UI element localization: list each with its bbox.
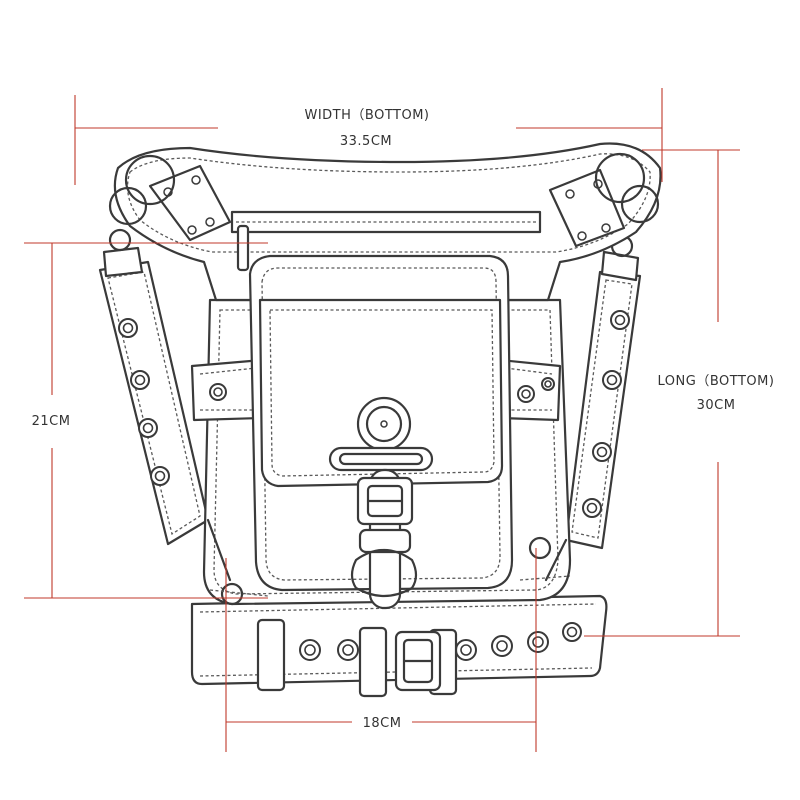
width-bottom-label: WIDTH（BOTTOM): [304, 108, 429, 123]
bag-illustration: [98, 142, 662, 698]
waist-belt: [190, 594, 608, 698]
left-corner-plate: [108, 154, 232, 242]
right-corner-plate: [548, 152, 660, 248]
width-bottom-value: 33.5CM: [340, 134, 392, 149]
top-panel: [108, 142, 662, 302]
dimension-lines: [24, 88, 740, 752]
belt-buckle: [394, 630, 442, 692]
pocket-strap: [350, 468, 418, 610]
height-value: 21CM: [32, 414, 71, 429]
flap-lock: [328, 396, 434, 472]
side-straps: [190, 358, 562, 422]
top-zipper: [230, 210, 542, 272]
right-strap: [564, 234, 642, 550]
dimension-labels: WIDTH（BOTTOM) 33.5CM LONG（BOTTOM) 30CM 2…: [32, 108, 775, 731]
front-pocket: [248, 254, 514, 610]
long-bottom-label: LONG（BOTTOM): [658, 374, 775, 389]
long-bottom-value: 30CM: [697, 398, 736, 413]
bottom-width-value: 18CM: [363, 716, 402, 731]
